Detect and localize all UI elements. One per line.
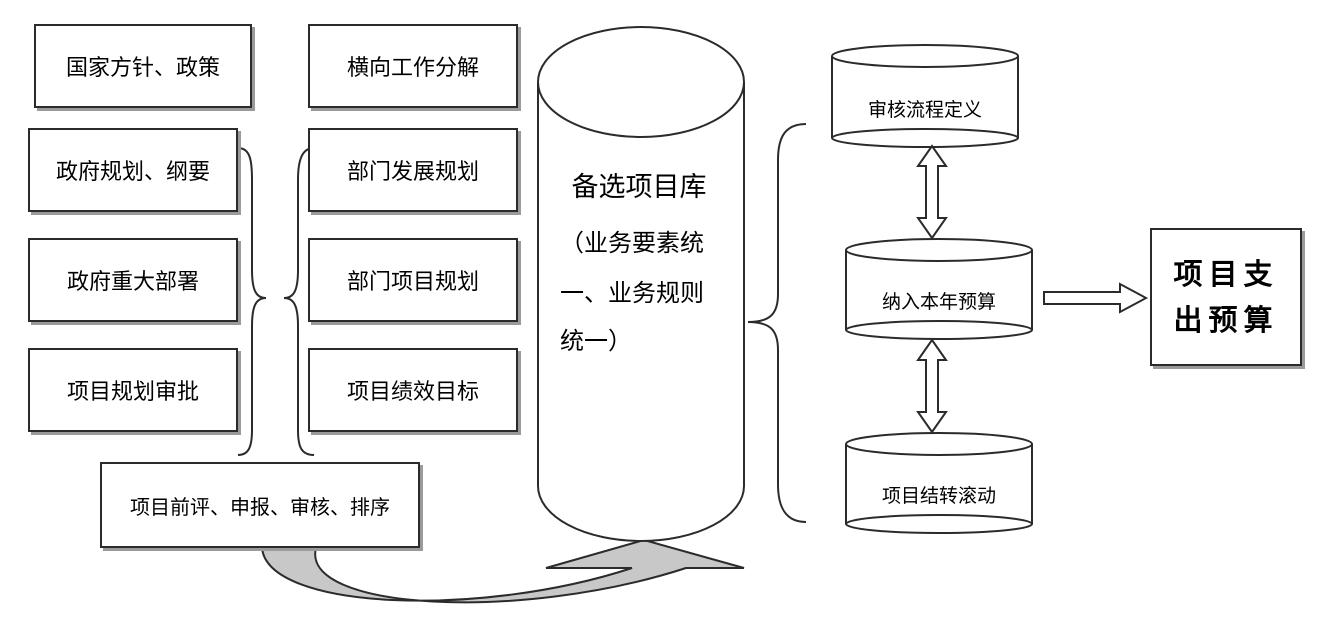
curved-arrow bbox=[260, 538, 745, 604]
left-brace bbox=[283, 147, 315, 456]
db-label-review-flow: 审核流程定义 bbox=[867, 98, 982, 121]
double-arrow-lower bbox=[916, 338, 948, 434]
db-annual-budget bbox=[845, 238, 1033, 340]
box-label: 项目规划审批 bbox=[66, 380, 199, 405]
box-label: 项目绩效目标 bbox=[346, 380, 479, 405]
library-brace bbox=[747, 123, 807, 523]
db-label-annual-budget: 纳入本年预算 bbox=[881, 290, 996, 313]
library-line-3: 统一） bbox=[560, 327, 632, 355]
library-title: 备选项目库 bbox=[571, 172, 707, 203]
right-arrow bbox=[1043, 282, 1149, 314]
right-brace bbox=[237, 147, 267, 456]
box-label: 国家方针、政策 bbox=[65, 56, 220, 81]
box-national-policy: 国家方针、政策 bbox=[34, 24, 252, 108]
box-label: 部门项目规划 bbox=[346, 270, 479, 295]
box-project-approval: 项目规划审批 bbox=[28, 348, 238, 432]
box-label: 部门发展规划 bbox=[346, 160, 479, 185]
box-dept-project: 部门项目规划 bbox=[308, 238, 518, 322]
box-process: 项目前评、申报、审核、排序 bbox=[100, 462, 420, 548]
final-line-1: 项目支 bbox=[1173, 257, 1279, 291]
box-label: 政府重大部署 bbox=[66, 270, 199, 295]
box-gov-deploy: 政府重大部署 bbox=[28, 238, 238, 322]
final-line-2: 出预算 bbox=[1173, 303, 1279, 337]
db-review-flow bbox=[831, 44, 1019, 148]
library-line-1: （业务要素统 bbox=[560, 229, 704, 257]
db-carryover bbox=[845, 432, 1033, 534]
box-work-decompose: 横向工作分解 bbox=[308, 24, 518, 108]
box-project-expenditure-budget: 项目支 出预算 bbox=[1150, 228, 1302, 366]
box-label: 项目前评、申报、审核、排序 bbox=[130, 494, 390, 519]
box-label: 横向工作分解 bbox=[346, 56, 479, 81]
box-performance-goal: 项目绩效目标 bbox=[308, 348, 518, 432]
double-arrow-upper bbox=[916, 144, 948, 240]
library-line-2: 一、业务规则 bbox=[560, 279, 704, 307]
box-dept-development: 部门发展规划 bbox=[308, 128, 518, 212]
db-label-carryover: 项目结转滚动 bbox=[881, 484, 996, 507]
box-label: 政府规划、纲要 bbox=[55, 160, 210, 185]
box-gov-plan: 政府规划、纲要 bbox=[28, 128, 238, 212]
library-cylinder bbox=[537, 26, 745, 542]
